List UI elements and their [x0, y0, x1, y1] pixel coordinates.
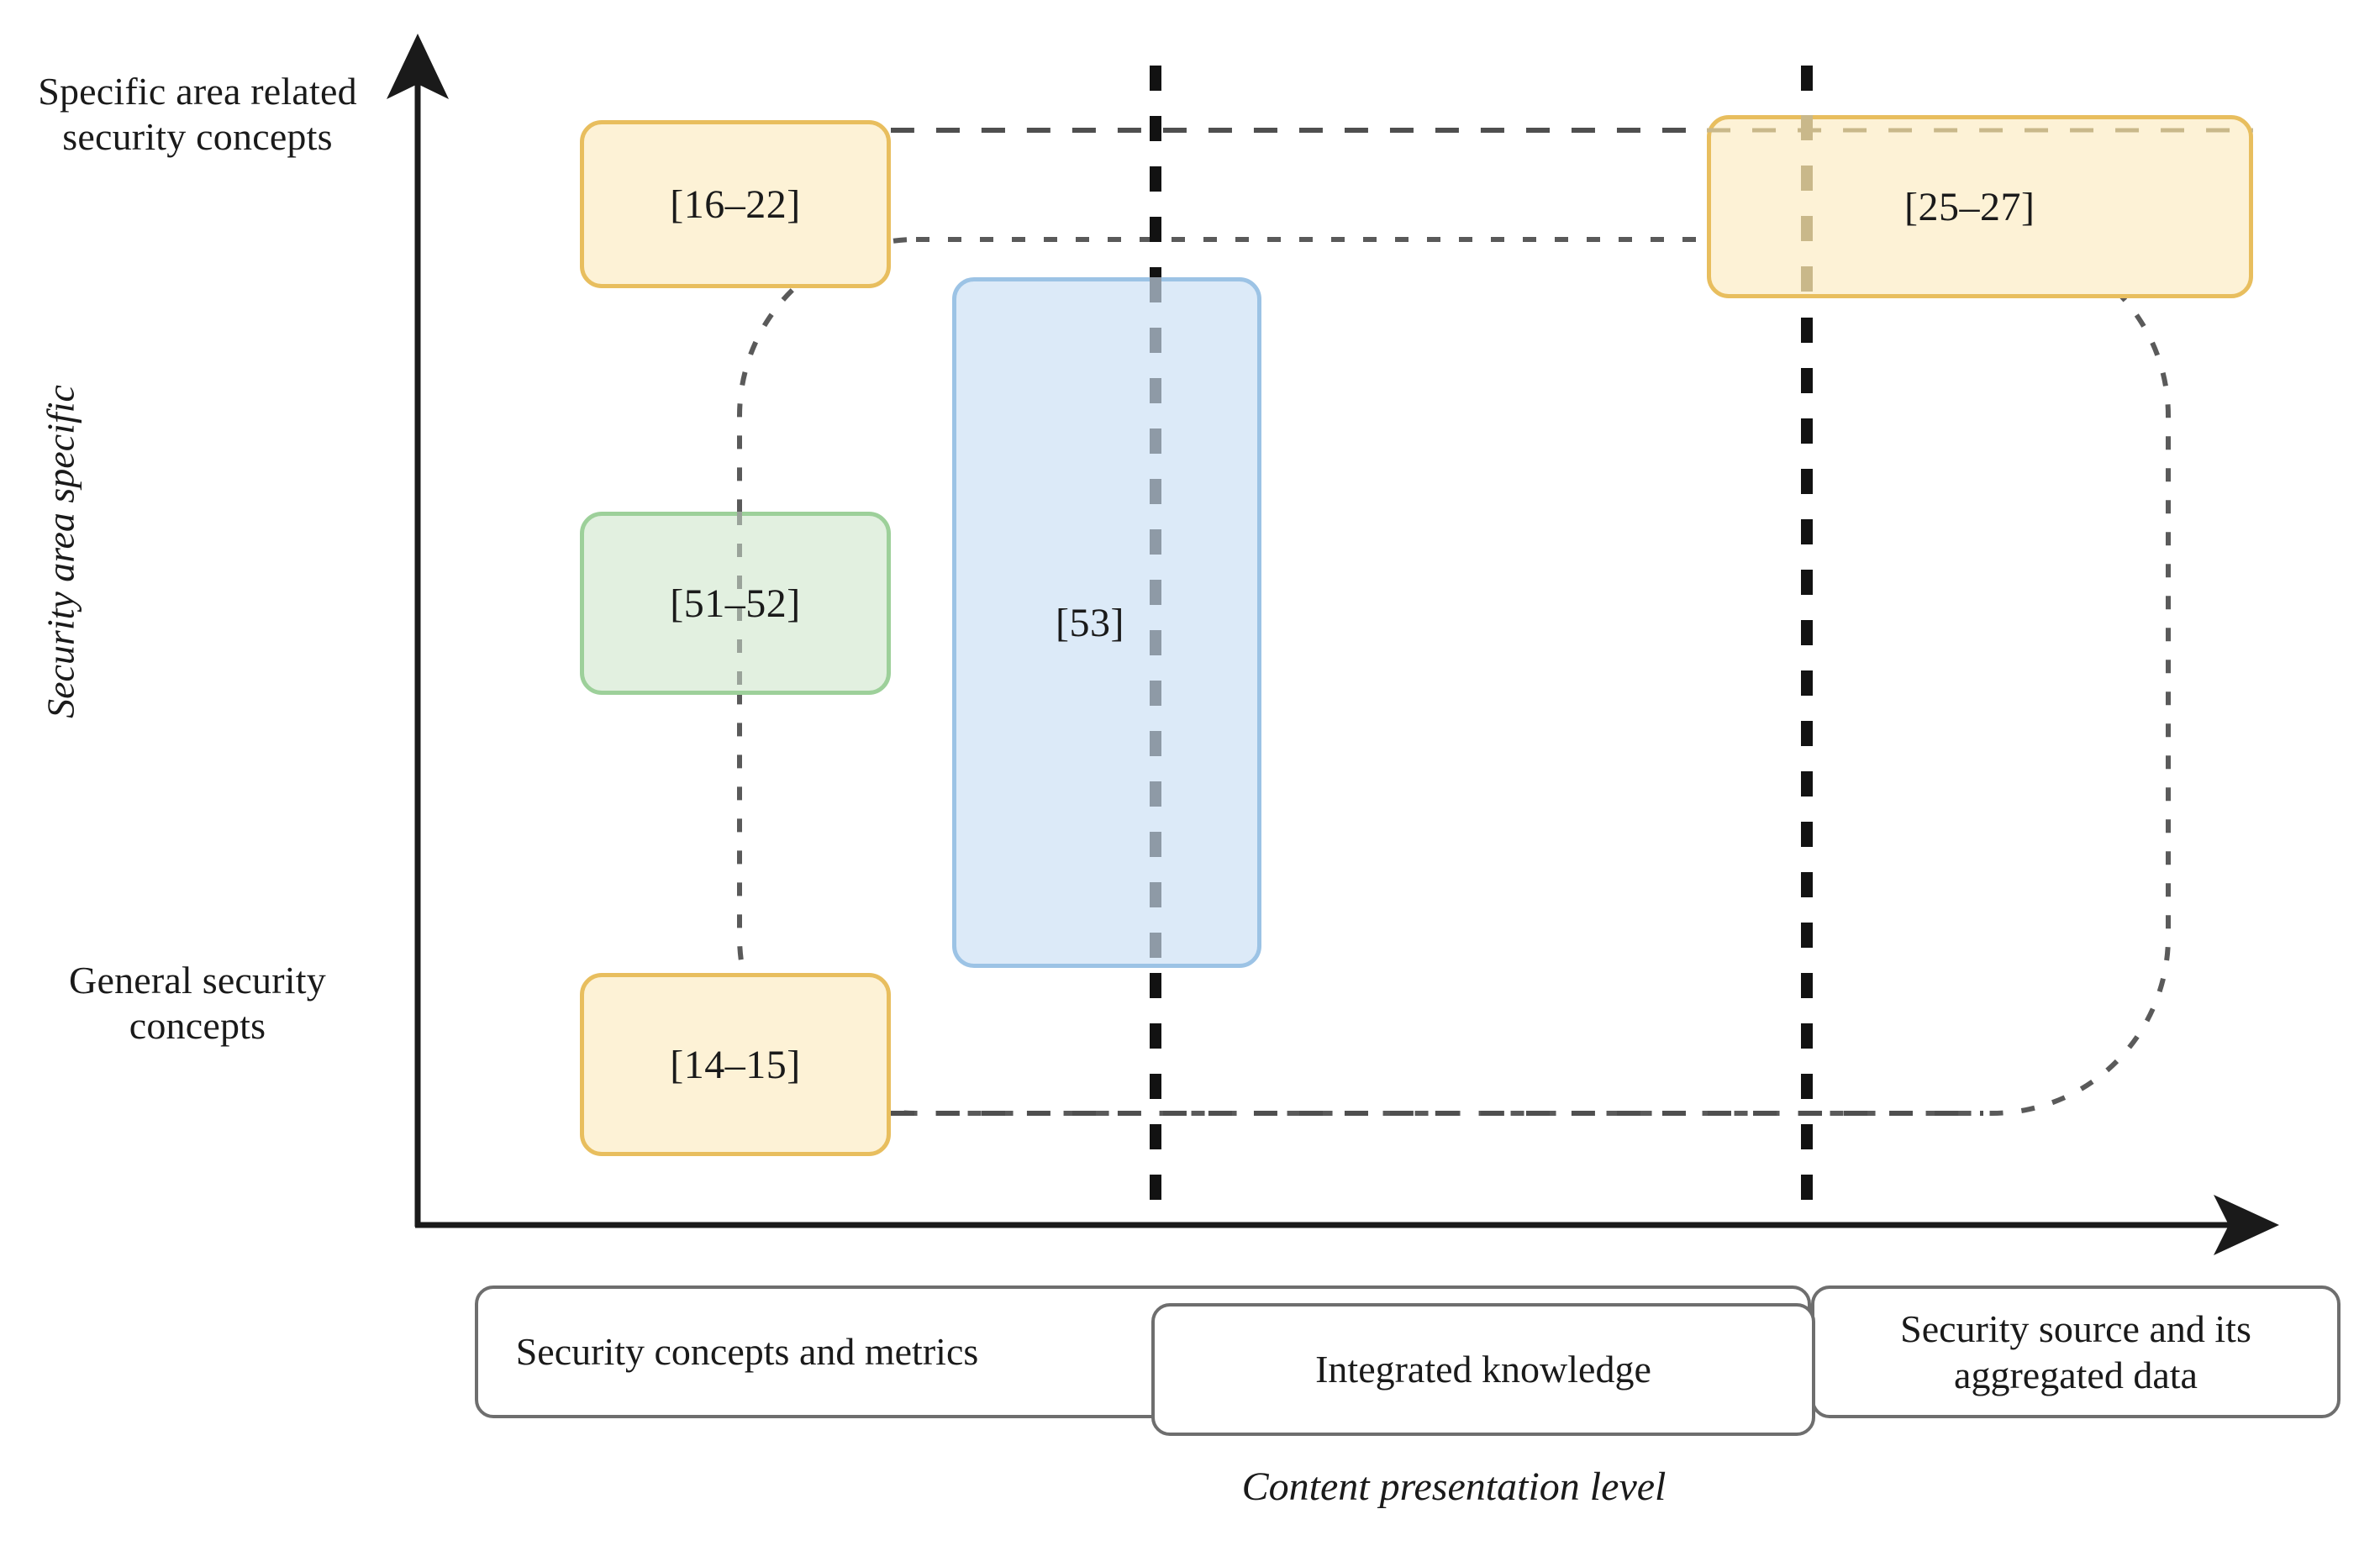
node-16-22[interactable]: [16–22] [580, 120, 891, 288]
y-axis-arrowhead [387, 34, 449, 99]
node-label: [53] [1056, 600, 1124, 645]
band-label: Integrated knowledge [1315, 1348, 1651, 1391]
node-label: [16–22] [670, 181, 801, 227]
band-security-source-and-data[interactable]: Security source and its aggregated data [1811, 1285, 2341, 1418]
y-axis-title: Security area specific [39, 385, 82, 718]
x-axis-arrowhead [2214, 1195, 2279, 1255]
node-label: [14–15] [670, 1042, 801, 1087]
x-axis-title: Content presentation level [1241, 1464, 1667, 1509]
node-53[interactable]: [53] [952, 277, 1261, 968]
y-axis-bottom-label: General security concepts [69, 959, 326, 1048]
band-label: Security source and its aggregated data [1900, 1307, 2251, 1396]
band-integrated-knowledge[interactable]: Integrated knowledge [1151, 1303, 1815, 1436]
node-25-27[interactable]: [25–27] [1707, 115, 2253, 298]
node-label: [25–27] [1904, 184, 2035, 229]
y-axis [387, 34, 449, 1227]
band-label: Security concepts and metrics [515, 1330, 979, 1374]
node-51-52[interactable]: [51–52] [580, 512, 891, 695]
node-14-15[interactable]: [14–15] [580, 973, 891, 1156]
x-axis [415, 1195, 2279, 1255]
node-label: [51–52] [670, 581, 801, 626]
y-axis-top-label: Specific area related security concepts [38, 70, 357, 159]
